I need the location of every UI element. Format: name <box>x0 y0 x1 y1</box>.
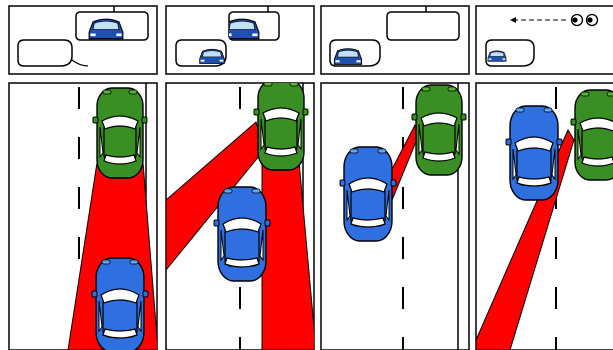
blue-car <box>91 257 149 350</box>
glance-indicator <box>510 13 599 27</box>
panel-2 <box>165 5 315 350</box>
side-mirror-car-icon <box>487 50 507 62</box>
side-mirror-3 <box>329 39 381 67</box>
mirrored-car-icon <box>88 18 124 40</box>
blue-car <box>213 186 271 282</box>
green-car <box>570 89 613 181</box>
arrow-head-icon <box>510 17 516 23</box>
side-mirror-4 <box>485 39 535 67</box>
mirrored-car-icon <box>229 18 260 40</box>
side-mirror-car-icon <box>199 48 225 65</box>
side-mirror-2 <box>175 39 227 67</box>
eyes-icon <box>570 13 599 27</box>
blue-car <box>339 146 397 242</box>
panel-1 <box>8 5 158 350</box>
panel-4 <box>475 5 613 350</box>
blue-car <box>505 105 563 201</box>
green-car <box>411 84 467 176</box>
panel-3 <box>320 5 470 350</box>
rearview-mirror-3 <box>386 6 460 41</box>
green-car <box>92 87 148 179</box>
rearview-mirror-1 <box>75 6 149 41</box>
green-car <box>253 83 309 171</box>
side-mirror-1 <box>17 39 89 67</box>
rearview-mirror-2 <box>228 6 280 41</box>
side-mirror-car-icon <box>333 48 363 65</box>
